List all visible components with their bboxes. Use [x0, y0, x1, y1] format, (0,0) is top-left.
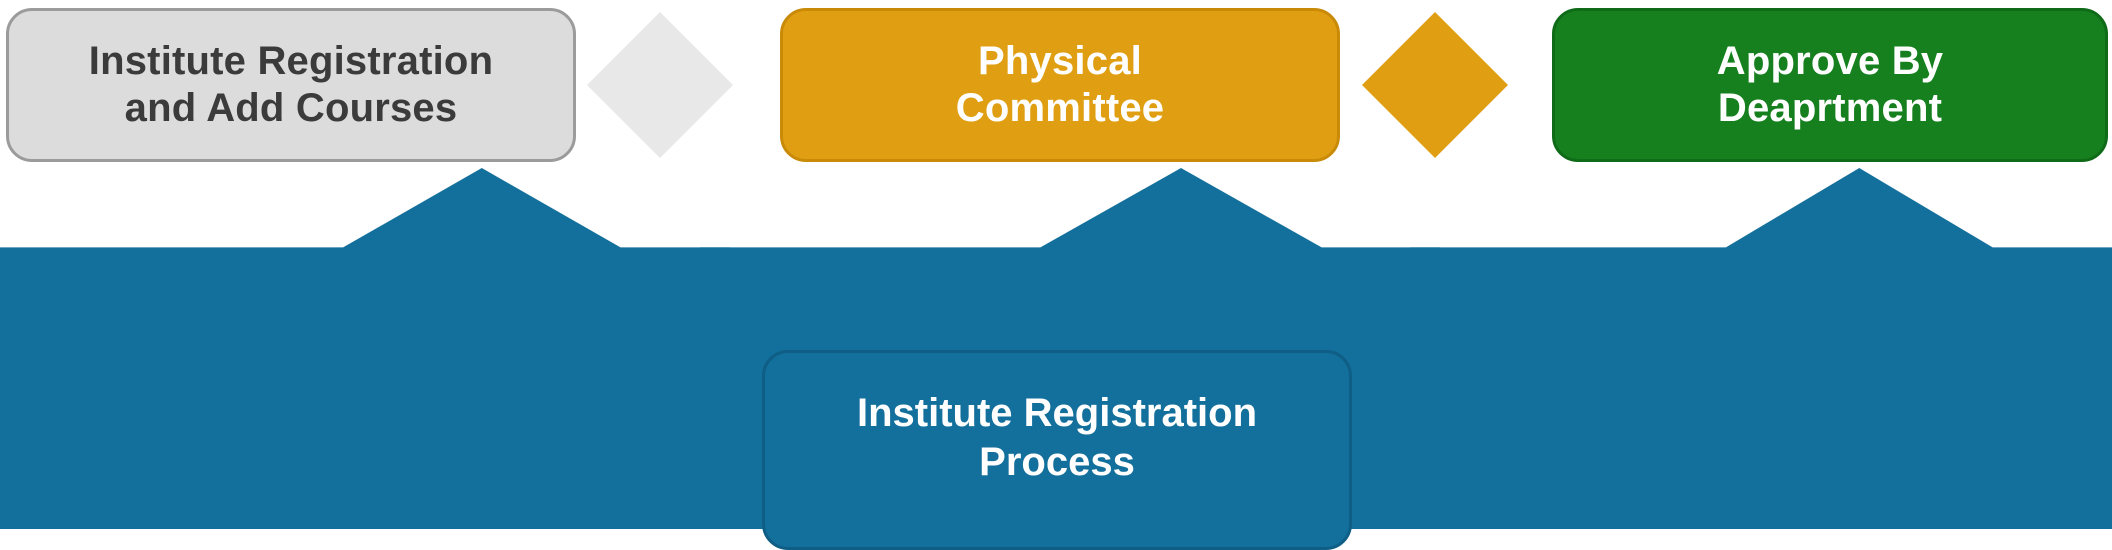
- stage-institute-registration-label: Institute Registration and Add Courses: [88, 38, 494, 130]
- connector-diamond-2: [1362, 12, 1508, 158]
- stage-physical-committee-label: Physical Committee: [955, 38, 1165, 130]
- diamond-shape-icon: [587, 12, 733, 158]
- stage-approve-by-department[interactable]: Approve By Deaprtment: [1552, 8, 2108, 162]
- process-flow-diagram: Institute Registration and Add Courses P…: [0, 8, 2112, 550]
- process-band-segment-3: [1410, 168, 2112, 529]
- stage-institute-registration[interactable]: Institute Registration and Add Courses: [6, 8, 576, 162]
- process-band-segment-1: [0, 168, 730, 529]
- connector-diamond-1: [587, 12, 733, 158]
- stage-physical-committee[interactable]: Physical Committee: [780, 8, 1340, 162]
- process-band-label-pill[interactable]: Institute Registration Process: [762, 350, 1352, 550]
- process-band: [0, 168, 2112, 529]
- diamond-shape-icon: [1362, 12, 1508, 158]
- process-band-label: Institute Registration Process: [856, 391, 1258, 484]
- stage-approve-by-department-label: Approve By Deaprtment: [1716, 38, 1944, 130]
